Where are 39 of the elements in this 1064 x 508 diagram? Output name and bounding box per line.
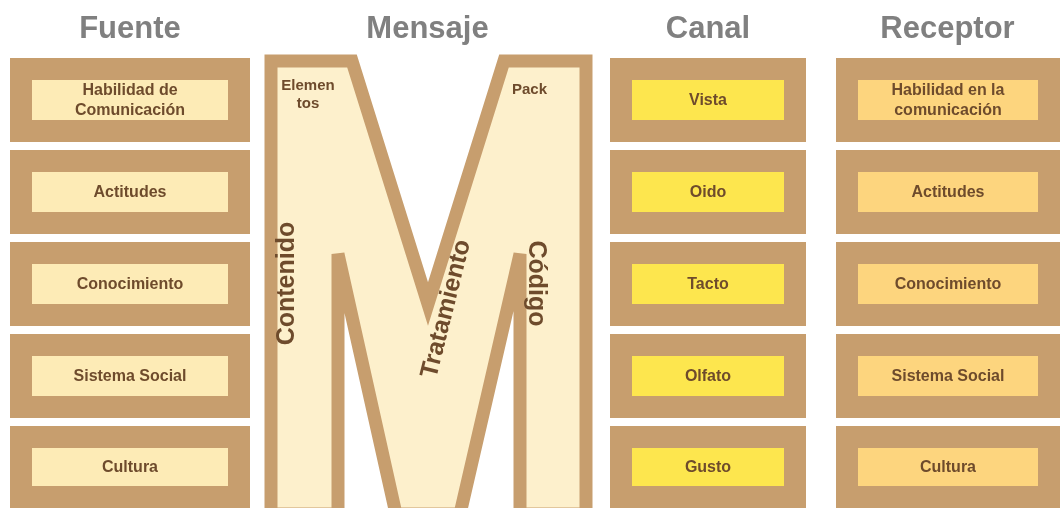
attribute-box	[836, 150, 1060, 234]
attribute-box	[610, 150, 806, 234]
attribute-label: Actitudes	[93, 182, 167, 202]
attribute-box	[610, 58, 806, 142]
attribute-box	[10, 150, 250, 234]
attribute-label: Sistema Social	[891, 366, 1005, 386]
shape-label: Contenido	[271, 221, 301, 346]
attribute-box	[10, 334, 250, 418]
letter-m-shape	[264, 54, 594, 508]
attribute-label: Tacto	[687, 274, 729, 294]
column-heading: Receptor	[879, 10, 1016, 46]
attribute-box	[610, 334, 806, 418]
attribute-label: Conocimiento	[894, 274, 1002, 294]
attribute-label: Oido	[689, 182, 727, 202]
attribute-box	[610, 242, 806, 326]
shape-label: Código	[522, 240, 552, 327]
attribute-box	[10, 426, 250, 508]
attribute-label: Olfato	[684, 366, 732, 386]
shape-label: Pack	[512, 80, 548, 97]
attribute-label: Actitudes	[911, 182, 985, 202]
attribute-label: Habilidad de Comunicación	[73, 80, 187, 120]
attribute-label: Habilidad en la comunicación	[890, 80, 1006, 120]
attribute-label: Cultura	[920, 457, 976, 477]
column-heading: Fuente	[78, 10, 182, 46]
attribute-box	[10, 58, 250, 142]
column-heading: Mensaje	[365, 10, 490, 46]
attribute-box	[10, 242, 250, 326]
attribute-label: Vista	[689, 90, 727, 110]
column-heading: Canal	[664, 10, 752, 46]
attribute-box	[836, 334, 1060, 418]
attribute-box	[836, 242, 1060, 326]
attribute-label: Conocimiento	[76, 274, 184, 294]
attribute-label: Sistema Social	[73, 366, 187, 386]
attribute-box	[836, 58, 1060, 142]
attribute-label: Gusto	[684, 457, 732, 477]
shape-label: Elemen tos	[280, 76, 336, 112]
attribute-box	[610, 426, 806, 508]
attribute-label: Cultura	[102, 457, 158, 477]
attribute-box	[836, 426, 1060, 508]
